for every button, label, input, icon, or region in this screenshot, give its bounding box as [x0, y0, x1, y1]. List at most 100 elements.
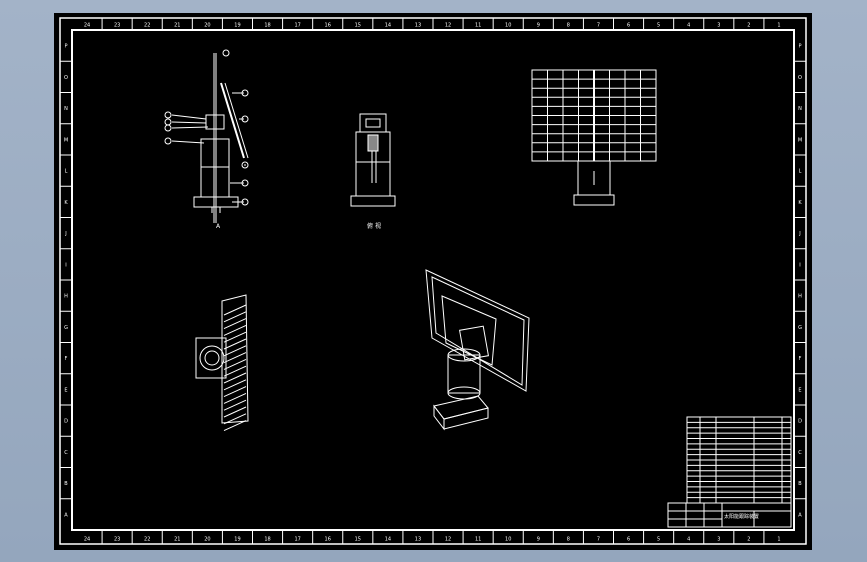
ruler-label: 15: [355, 23, 361, 29]
ruler-label: 19: [234, 537, 240, 543]
panel-edge-line: [223, 358, 247, 370]
ruler-label: 9: [537, 537, 540, 543]
ruler-label: 24: [84, 23, 90, 29]
ruler-label: B: [798, 481, 802, 487]
ruler-label: 4: [687, 23, 690, 29]
ruler-label: 23: [114, 23, 120, 29]
ruler-label: 22: [144, 23, 150, 29]
panel-edge-line: [223, 352, 247, 364]
ruler-label: A: [64, 512, 68, 518]
ruler-label: 16: [325, 537, 331, 543]
ruler-label: 14: [385, 537, 391, 543]
panel-edge-line: [223, 420, 247, 432]
ruler-label: 12: [445, 23, 451, 29]
ruler-label: L: [799, 169, 802, 175]
panel-edge-line: [223, 372, 247, 384]
ruler-label: K: [798, 200, 802, 206]
panel-edge-line: [223, 304, 247, 316]
ruler-label: 19: [234, 23, 240, 29]
ruler-label: 13: [415, 23, 421, 29]
ruler-label: B: [64, 481, 68, 487]
ruler-label: 15: [355, 537, 361, 543]
ruler-label: 11: [475, 537, 481, 543]
ruler-label: 5: [657, 23, 660, 29]
ruler-label: 20: [204, 23, 210, 29]
ruler-label: 1: [777, 537, 780, 543]
panel-edge-line: [223, 311, 247, 323]
ruler-label: 4: [687, 537, 690, 543]
panel-edge-line: [223, 365, 247, 377]
panel-edge-line: [223, 338, 247, 350]
ruler-label: 21: [174, 23, 180, 29]
ruler-label: M: [798, 137, 802, 143]
ruler-label: M: [64, 137, 68, 143]
panel-edge-line: [223, 318, 247, 330]
ruler-label: E: [64, 387, 67, 393]
ruler-label: C: [64, 450, 68, 456]
ruler-label: A: [798, 512, 802, 518]
panel-edge-line: [223, 392, 247, 404]
ruler-label: D: [64, 419, 68, 425]
ruler-label: 21: [174, 537, 180, 543]
ruler-label: J: [798, 231, 800, 237]
ruler-label: G: [64, 325, 68, 331]
ruler-label: 14: [385, 23, 391, 29]
ruler-label: 18: [264, 23, 270, 29]
ruler-label: F: [799, 356, 802, 362]
ruler-label: C: [798, 450, 802, 456]
ruler-label: 2: [747, 537, 750, 543]
ruler-label: 7: [597, 23, 600, 29]
top-view: [195, 294, 249, 432]
ruler-label: 17: [294, 537, 300, 543]
ruler-label: H: [798, 294, 802, 300]
ruler-label: 24: [84, 537, 90, 543]
ruler-label: I: [65, 262, 66, 268]
side-view: [164, 49, 249, 223]
ruler-label: 17: [294, 23, 300, 29]
panel-edge-line: [223, 324, 247, 336]
ruler-label: D: [798, 419, 802, 425]
ruler-label: K: [64, 200, 68, 206]
ruler-label: 3: [717, 537, 720, 543]
ruler-label: H: [64, 294, 68, 300]
ruler-label: 2: [747, 23, 750, 29]
ruler-label: 18: [264, 537, 270, 543]
side-view-label: A: [216, 223, 221, 230]
ruler-label: 13: [415, 537, 421, 543]
title-block: [667, 502, 792, 528]
ruler-label: I: [799, 262, 800, 268]
ruler-label: E: [798, 387, 801, 393]
panel-edge-line: [223, 399, 247, 411]
ruler-label: 6: [627, 23, 630, 29]
front-view-caption: 俯 视: [367, 222, 381, 230]
title-block-title: 太阳能跟踪装置: [724, 513, 759, 520]
isometric-view: [425, 269, 530, 431]
ruler-label: 5: [657, 537, 660, 543]
panel-edge-line: [223, 331, 247, 343]
panel-edge-line: [223, 406, 247, 418]
ruler-label: 9: [537, 23, 540, 29]
ruler-label: 8: [567, 23, 570, 29]
ruler-label: 10: [505, 537, 511, 543]
ruler-label: 20: [204, 537, 210, 543]
ruler-label: O: [798, 75, 802, 81]
ruler-label: O: [64, 75, 68, 81]
ruler-label: J: [64, 231, 66, 237]
ruler-label: 11: [475, 23, 481, 29]
ruler-label: 7: [597, 537, 600, 543]
bill-of-materials: [686, 416, 792, 504]
ruler-label: 1: [777, 23, 780, 29]
ruler-label: P: [798, 44, 801, 50]
ruler-label: 6: [627, 537, 630, 543]
ruler-label: 8: [567, 537, 570, 543]
ruler-label: F: [65, 356, 68, 362]
panel-edge-line: [223, 345, 247, 357]
ruler-label: P: [64, 44, 67, 50]
ruler-label: N: [798, 106, 802, 112]
panel-edge-line: [223, 386, 247, 398]
ruler-label: 23: [114, 537, 120, 543]
